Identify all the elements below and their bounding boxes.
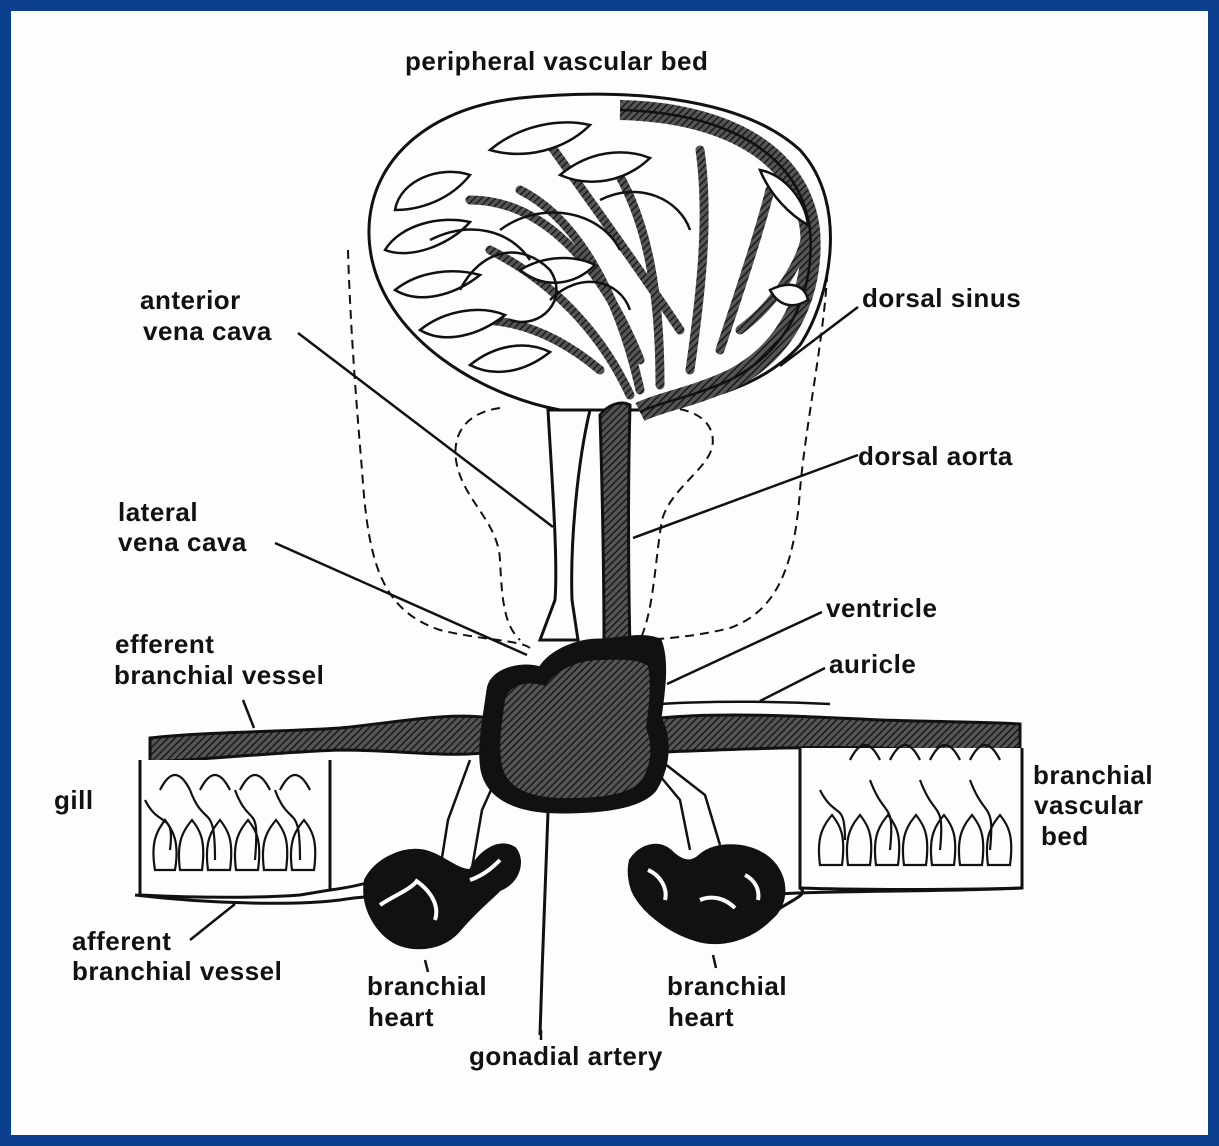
- label-branchial-heart-right-1: branchial: [667, 971, 787, 1001]
- label-gonadial-artery: gonadial artery: [469, 1041, 663, 1071]
- label-branchial-vascular-bed-1: branchial: [1033, 760, 1153, 790]
- label-branchial-heart-left-2: heart: [368, 1002, 434, 1032]
- label-dorsal-sinus: dorsal sinus: [862, 283, 1021, 313]
- gonadial-artery-vessel: [540, 812, 548, 1035]
- label-efferent-branchial-vessel-1: efferent: [115, 629, 214, 659]
- label-efferent-branchial-vessel-2: branchial vessel: [114, 660, 324, 690]
- label-ventricle: ventricle: [826, 593, 937, 623]
- diagram-frame: peripheral vascular bed anterior vena ca…: [11, 11, 1208, 1135]
- label-branchial-vascular-bed-3: bed: [1041, 821, 1089, 851]
- label-lateral-vena-cava-1: lateral: [118, 497, 198, 527]
- circulatory-diagram: peripheral vascular bed anterior vena ca…: [11, 11, 1208, 1135]
- label-afferent-branchial-vessel-1: afferent: [72, 926, 171, 956]
- peripheral-vascular-bed: [369, 94, 830, 412]
- label-auricle: auricle: [829, 649, 916, 679]
- label-lateral-vena-cava-2: vena cava: [118, 527, 247, 557]
- label-branchial-heart-left-1: branchial: [367, 971, 487, 1001]
- label-dorsal-aorta: dorsal aorta: [858, 441, 1013, 471]
- label-peripheral-vascular-bed: peripheral vascular bed: [405, 46, 708, 76]
- label-anterior-vena-cava-1: anterior: [140, 285, 241, 315]
- label-branchial-vascular-bed-2: vascular: [1034, 790, 1144, 820]
- label-anterior-vena-cava-2: vena cava: [143, 316, 272, 346]
- dorsal-aorta-vessel: [600, 403, 630, 650]
- systemic-heart: [481, 636, 667, 812]
- label-afferent-branchial-vessel-2: branchial vessel: [72, 956, 282, 986]
- anterior-vena-cava-vessel: [540, 410, 590, 640]
- label-branchial-heart-right-2: heart: [668, 1002, 734, 1032]
- label-gill: gill: [54, 785, 94, 815]
